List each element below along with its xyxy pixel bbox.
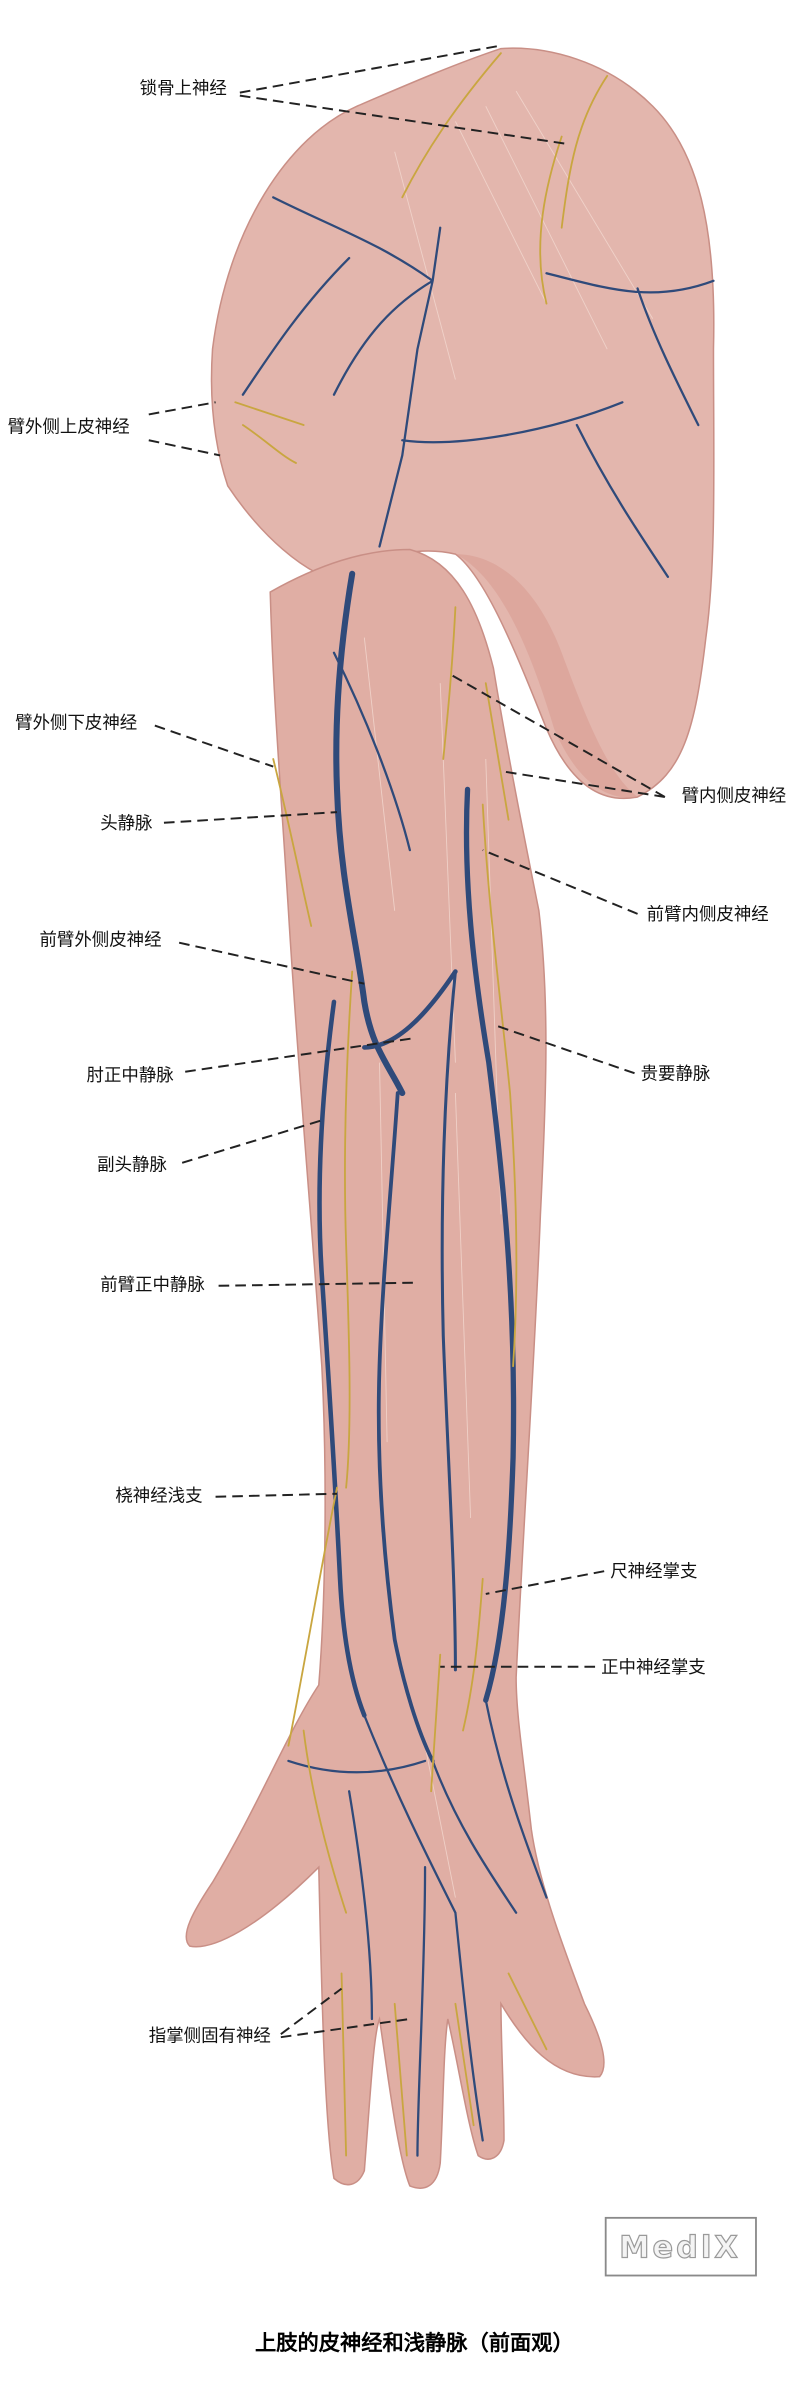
digital-nerves <box>340 1972 548 2157</box>
superficial-veins <box>241 196 715 2157</box>
label-superficial-radial-nerve: 桡神经浅支 <box>115 1486 202 1506</box>
inferior-lateral-brachial-nerve <box>272 758 313 927</box>
hand-veins <box>287 1699 548 2157</box>
forearm-vein-branch <box>440 970 457 1672</box>
cutaneous-nerves <box>234 52 609 2157</box>
watermark-logo: MedlX <box>604 2216 757 2277</box>
label-medial-brachial-cutaneous-nerve: 臂内侧皮神经 <box>682 787 787 807</box>
shoulder-veins <box>241 196 715 852</box>
label-cephalic-vein: 头静脉 <box>100 814 153 834</box>
arm-illustration <box>185 47 715 2189</box>
lateral-antebrachial-nerve <box>344 970 354 1489</box>
pectoral-shadow <box>455 554 638 798</box>
leader-lines <box>148 44 666 2039</box>
label-accessory-cephalic-vein: 副头静脉 <box>97 1155 167 1175</box>
label-basilic-vein: 贵要静脉 <box>641 1064 711 1084</box>
label-proper-palmar-digital-nerves: 指掌侧固有神经 <box>149 2027 271 2047</box>
superficial-radial-nerve <box>287 1486 348 1914</box>
label-inferior-lateral-brachial-cutaneous-nerve: 臂外侧下皮神经 <box>15 714 137 734</box>
superior-lateral-brachial-nerve <box>234 401 305 464</box>
skin-texture <box>363 90 654 1898</box>
basilic-vein <box>463 786 517 1703</box>
label-median-cubital-vein: 肘正中静脉 <box>87 1066 175 1086</box>
watermark-text: MedlX <box>619 2230 741 2265</box>
label-median-antebrachial-vein: 前臂正中静脉 <box>100 1275 205 1295</box>
palmar-branches <box>430 1577 484 1793</box>
medial-antebrachial-nerve <box>481 803 518 1368</box>
label-superior-lateral-brachial-cutaneous-nerve: 臂外侧上皮神经 <box>8 418 130 438</box>
label-medial-antebrachial-cutaneous-nerve: 前臂内侧皮神经 <box>647 905 769 925</box>
figure-title: 上肢的皮神经和浅静脉（前面观） <box>255 2330 574 2356</box>
label-supraclavicular-nerves: 锁骨上神经 <box>140 79 227 99</box>
supraclavicular-nerves <box>401 52 609 305</box>
median-antebrachial-vein <box>376 1091 435 1763</box>
label-lateral-antebrachial-cutaneous-nerve: 前臂外侧皮神经 <box>39 931 161 951</box>
median-cubital-vein <box>362 969 458 1050</box>
arm-forearm-region <box>185 548 605 2189</box>
accessory-cephalic-vein <box>317 999 367 1718</box>
label-median-palmar-branch: 正中神经掌支 <box>601 1658 706 1678</box>
medial-brachial-nerves <box>442 606 510 821</box>
label-ulnar-palmar-branch: 尺神经掌支 <box>610 1562 697 1582</box>
